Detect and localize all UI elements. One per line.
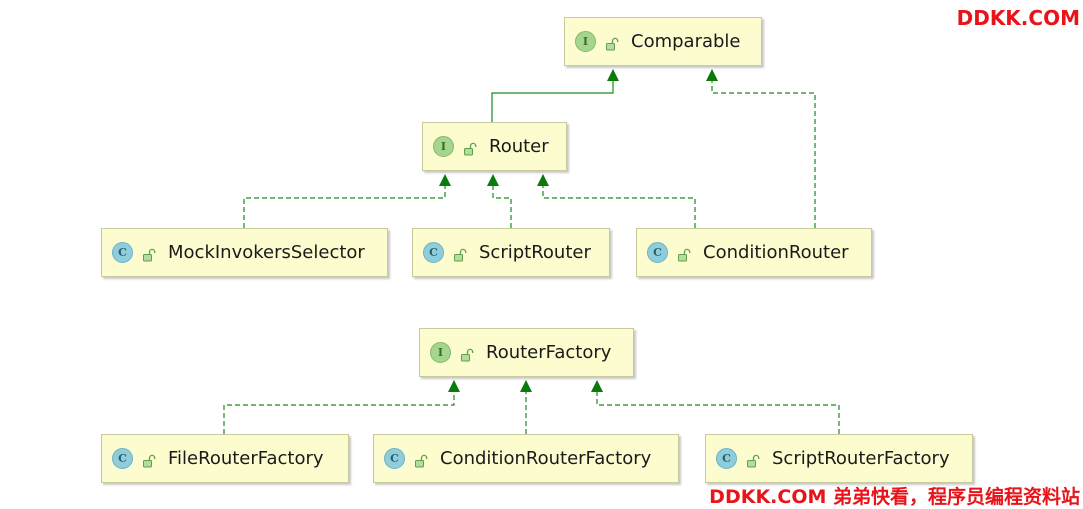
node-label: ScriptRouter bbox=[479, 242, 591, 263]
implements-edge-condition-to-router bbox=[542, 175, 696, 228]
arrowhead-condfactory-to-routerfactory bbox=[520, 380, 532, 392]
node-label: Comparable bbox=[631, 31, 741, 52]
class-icon: C bbox=[716, 448, 737, 469]
arrowhead-script-to-router bbox=[487, 174, 499, 186]
class-icon: C bbox=[112, 242, 133, 263]
class-node-scriptfactory[interactable]: C ScriptRouterFactory bbox=[705, 434, 973, 483]
class-node-script[interactable]: C ScriptRouter bbox=[412, 228, 610, 277]
extends-edge-router-to-comparable bbox=[491, 70, 614, 122]
public-access-icon bbox=[677, 246, 691, 261]
class-node-mock[interactable]: C MockInvokersSelector bbox=[101, 228, 388, 277]
watermark-top: DDKK.COM bbox=[956, 6, 1080, 30]
implements-edge-script-to-router bbox=[492, 175, 512, 228]
node-label: RouterFactory bbox=[486, 342, 612, 363]
arrowhead-filefactory-to-routerfactory bbox=[448, 380, 460, 392]
public-access-icon bbox=[453, 246, 467, 261]
public-access-icon bbox=[142, 246, 156, 261]
class-node-condition[interactable]: C ConditionRouter bbox=[636, 228, 872, 277]
implements-edge-scriptfactory-to-routerfactory bbox=[596, 381, 840, 434]
node-label: FileRouterFactory bbox=[168, 448, 324, 469]
interface-icon: I bbox=[430, 342, 451, 363]
interface-icon: I bbox=[575, 31, 596, 52]
node-label: MockInvokersSelector bbox=[168, 242, 365, 263]
public-access-icon bbox=[460, 346, 474, 361]
arrowhead-router-to-comparable bbox=[607, 69, 619, 81]
node-label: Router bbox=[489, 136, 549, 157]
implements-edge-condition-to-comparable bbox=[711, 70, 816, 228]
arrowhead-condition-to-router bbox=[537, 174, 549, 186]
public-access-icon bbox=[463, 140, 477, 155]
class-node-condfactory[interactable]: C ConditionRouterFactory bbox=[373, 434, 679, 483]
interface-node-routerfactory[interactable]: I RouterFactory bbox=[419, 328, 634, 377]
node-label: ConditionRouter bbox=[703, 242, 849, 263]
class-icon: C bbox=[423, 242, 444, 263]
implements-edge-mock-to-router bbox=[243, 175, 446, 228]
node-label: ConditionRouterFactory bbox=[440, 448, 652, 469]
public-access-icon bbox=[605, 35, 619, 50]
arrowhead-scriptfactory-to-routerfactory bbox=[591, 380, 603, 392]
class-icon: C bbox=[112, 448, 133, 469]
interface-icon: I bbox=[433, 136, 454, 157]
class-node-filefactory[interactable]: C FileRouterFactory bbox=[101, 434, 349, 483]
public-access-icon bbox=[746, 452, 760, 467]
interface-node-comparable[interactable]: I Comparable bbox=[564, 17, 762, 66]
interface-node-router[interactable]: I Router bbox=[422, 122, 567, 171]
class-icon: C bbox=[384, 448, 405, 469]
class-icon: C bbox=[647, 242, 668, 263]
public-access-icon bbox=[142, 452, 156, 467]
arrowhead-condition-to-comparable bbox=[706, 69, 718, 81]
node-label: ScriptRouterFactory bbox=[772, 448, 950, 469]
watermark-bottom: DDKK.COM 弟弟快看，程序员编程资料站 bbox=[709, 486, 1080, 508]
implements-edge-filefactory-to-routerfactory bbox=[223, 381, 455, 434]
arrowhead-mock-to-router bbox=[439, 174, 451, 186]
public-access-icon bbox=[414, 452, 428, 467]
